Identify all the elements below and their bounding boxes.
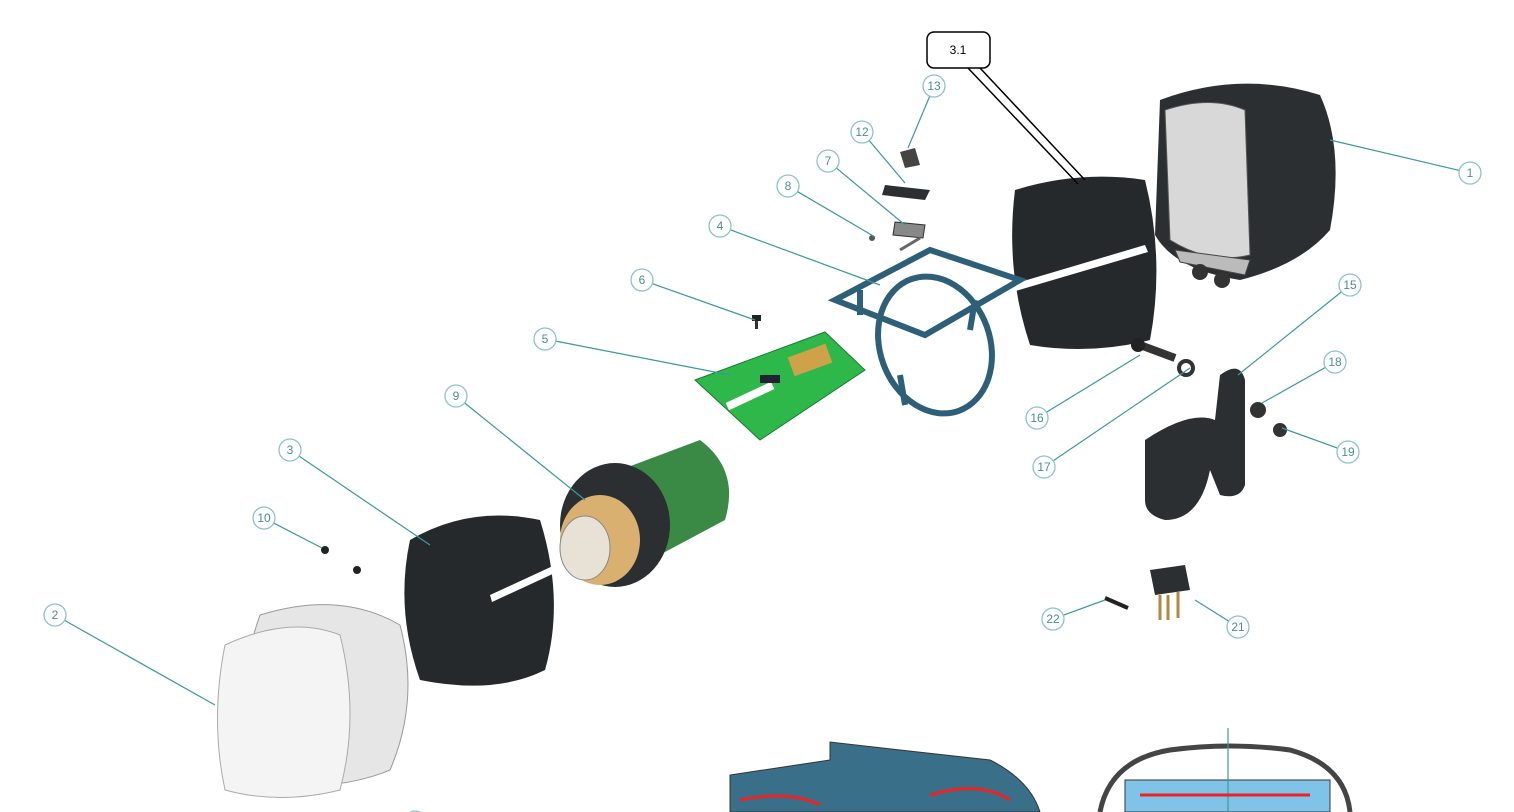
balloon-13: 13 bbox=[907, 74, 946, 149]
balloon-16: 16 bbox=[1025, 354, 1141, 430]
balloon-21: 21 bbox=[1194, 599, 1250, 639]
balloon-circle bbox=[533, 327, 557, 351]
balloon-number: 6 bbox=[639, 273, 646, 287]
section-view-right bbox=[1097, 728, 1353, 812]
balloon-circle bbox=[1458, 161, 1482, 185]
leader-line bbox=[298, 455, 431, 546]
balloon-3: 3 bbox=[278, 438, 431, 546]
balloon-22: 22 bbox=[1041, 599, 1106, 631]
part-fasteners bbox=[1131, 338, 1287, 437]
balloon-2: 2 bbox=[43, 603, 216, 706]
part-bracket bbox=[1145, 368, 1245, 520]
leader-line bbox=[464, 402, 586, 501]
balloon-circle bbox=[776, 174, 800, 198]
part-10 bbox=[321, 546, 361, 574]
balloon-circle bbox=[1336, 440, 1360, 464]
callout-label: 3.1 bbox=[950, 43, 967, 57]
balloon-17: 17 bbox=[1032, 367, 1191, 479]
balloon-number: 9 bbox=[453, 389, 460, 403]
balloon-labels: 1234567891011121315161718192122 bbox=[43, 74, 1482, 812]
balloon-5: 5 bbox=[533, 327, 731, 376]
leader-line bbox=[1052, 367, 1191, 462]
leader-line bbox=[1063, 599, 1106, 616]
balloon-number: 3 bbox=[287, 443, 294, 457]
leader-line bbox=[1046, 354, 1141, 413]
part-front-cover bbox=[404, 515, 557, 686]
balloon-number: 2 bbox=[52, 608, 59, 622]
balloon-number: 13 bbox=[927, 79, 941, 93]
part-rear-housing bbox=[1155, 83, 1336, 288]
balloon-number: 22 bbox=[1046, 612, 1060, 626]
balloon-number: 19 bbox=[1341, 445, 1355, 459]
balloon-circle bbox=[922, 74, 946, 98]
section-view-left bbox=[729, 741, 1041, 812]
part-screw-6 bbox=[752, 315, 761, 329]
balloon-circle bbox=[708, 214, 732, 238]
leader-line bbox=[555, 340, 731, 376]
balloon-circle bbox=[630, 268, 654, 292]
leader-line bbox=[273, 522, 323, 549]
balloon-9: 9 bbox=[444, 384, 586, 501]
balloon-number: 12 bbox=[855, 125, 869, 139]
leader-line bbox=[64, 619, 216, 706]
balloon-circle bbox=[850, 120, 874, 144]
leader-line bbox=[1281, 427, 1338, 449]
balloon-number: 4 bbox=[717, 219, 724, 233]
balloon-4: 4 bbox=[708, 214, 881, 286]
balloon-number: 1 bbox=[1467, 166, 1474, 180]
part-motor bbox=[559, 440, 730, 587]
leader-line bbox=[1194, 599, 1230, 622]
balloon-number: 7 bbox=[825, 154, 832, 168]
balloon-19: 19 bbox=[1281, 427, 1360, 464]
balloon-circle bbox=[1025, 406, 1049, 430]
part-cover-3-1 bbox=[1010, 176, 1157, 349]
leader-line bbox=[868, 140, 906, 184]
leader-line bbox=[797, 191, 876, 238]
balloon-circle bbox=[252, 506, 276, 530]
balloon-circle bbox=[278, 438, 302, 462]
part-frame bbox=[827, 246, 1028, 417]
balloon-10: 10 bbox=[252, 506, 323, 549]
balloon-number: 15 bbox=[1343, 278, 1357, 292]
leader-line bbox=[1329, 139, 1460, 172]
balloon-1: 1 bbox=[1329, 139, 1482, 185]
balloon-number: 21 bbox=[1231, 620, 1245, 634]
callout-3-1: 3.1 bbox=[926, 31, 1086, 185]
balloon-number: 18 bbox=[1328, 355, 1342, 369]
leader-line bbox=[1237, 291, 1342, 376]
leader-line bbox=[1261, 366, 1326, 404]
balloon-7: 7 bbox=[816, 149, 906, 226]
balloon-circle bbox=[1041, 607, 1065, 631]
leader-line bbox=[907, 95, 931, 149]
leader-line bbox=[652, 283, 756, 321]
leader-line bbox=[836, 167, 906, 226]
balloon-number: 5 bbox=[542, 332, 549, 346]
balloon-8: 8 bbox=[776, 174, 876, 238]
leader-line bbox=[730, 229, 881, 286]
balloon-6: 6 bbox=[630, 268, 756, 321]
balloon-18: 18 bbox=[1261, 350, 1347, 404]
balloon-circle bbox=[444, 384, 468, 408]
balloon-15: 15 bbox=[1237, 273, 1362, 376]
balloon-circle bbox=[1338, 273, 1362, 297]
balloon-circle bbox=[816, 149, 840, 173]
balloon-circle bbox=[1226, 615, 1250, 639]
balloon-circle bbox=[1323, 350, 1347, 374]
balloon-number: 17 bbox=[1037, 460, 1051, 474]
part-pcb bbox=[694, 331, 866, 441]
balloon-circle bbox=[43, 603, 67, 627]
part-plug bbox=[1104, 565, 1190, 620]
balloon-circle bbox=[1032, 455, 1056, 479]
balloon-number: 16 bbox=[1030, 411, 1044, 425]
part-small-components bbox=[869, 148, 930, 252]
balloon-number: 8 bbox=[785, 179, 792, 193]
balloon-12: 12 bbox=[850, 120, 906, 184]
balloon-number: 10 bbox=[257, 511, 271, 525]
part-lens bbox=[217, 604, 409, 798]
